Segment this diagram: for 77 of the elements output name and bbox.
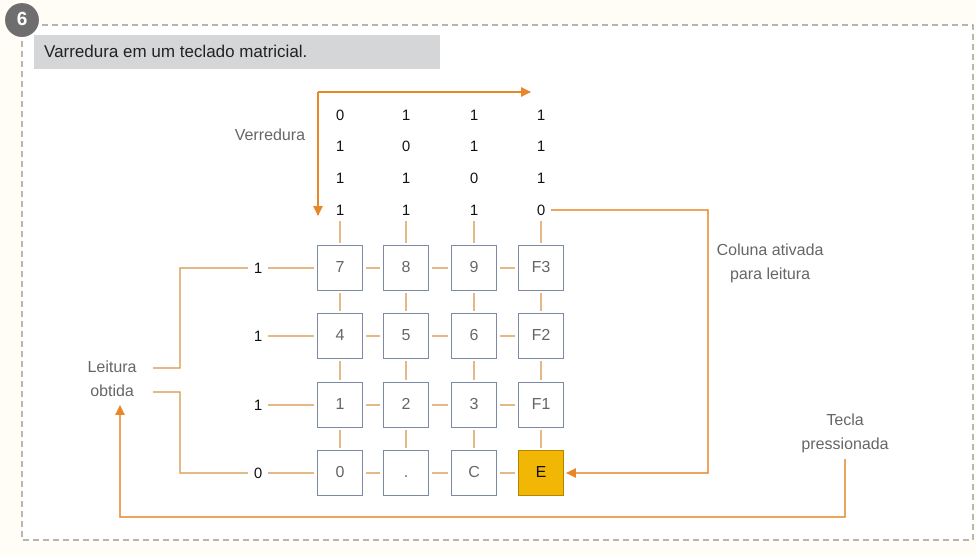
connector-line: [339, 221, 341, 243]
connector-line: [153, 267, 248, 369]
keypad-key: F1: [518, 382, 564, 428]
keypad-key: 0: [317, 450, 363, 496]
row-reading-value: 1: [251, 396, 265, 414]
arrow: [551, 209, 709, 478]
scan-bit: 1: [467, 201, 481, 219]
keypad-key: C: [451, 450, 497, 496]
connector-line: [473, 221, 475, 243]
connector-line: [432, 404, 448, 406]
connector-line: [268, 335, 314, 337]
scan-bit: 1: [400, 106, 412, 124]
figure-number-badge: 6: [5, 3, 39, 37]
scan-bit: 0: [534, 201, 548, 219]
keypad-key: 5: [383, 313, 429, 359]
scan-bit: 1: [333, 201, 347, 219]
caption-text: Verredura: [234, 127, 305, 145]
connector-line: [268, 267, 314, 269]
figure-title: Varredura em um teclado matricial.: [34, 35, 440, 69]
caption-text: Leitura obtida: [74, 356, 150, 404]
scan-bit: 1: [334, 137, 346, 155]
row-reading-value: 0: [251, 464, 265, 482]
connector-line: [500, 472, 515, 474]
connector-line: [153, 391, 248, 474]
scan-bit: 0: [468, 169, 480, 187]
connector-line: [339, 293, 341, 311]
connector-line: [540, 361, 542, 380]
connector-line: [405, 430, 407, 448]
connector-line: [405, 361, 407, 380]
connector-line: [405, 293, 407, 311]
keypad-key: 7: [317, 245, 363, 291]
scan-bit: 1: [400, 169, 412, 187]
connector-line: [339, 430, 341, 448]
arrow: [115, 405, 846, 518]
connector-line: [366, 404, 380, 406]
connector-line: [473, 430, 475, 448]
caption-text: Tecla pressionada: [785, 409, 905, 457]
keypad-key: F3: [518, 245, 564, 291]
connector-line: [540, 221, 542, 243]
scan-bit: 0: [400, 137, 412, 155]
connector-line: [366, 472, 380, 474]
connector-line: [432, 335, 448, 337]
connector-line: [268, 404, 314, 406]
keypad-key: .: [383, 450, 429, 496]
keypad-key: 2: [383, 382, 429, 428]
connector-line: [500, 267, 515, 269]
connector-line: [473, 293, 475, 311]
connector-line: [432, 267, 448, 269]
connector-line: [405, 221, 407, 243]
keypad-key: F2: [518, 313, 564, 359]
keypad-key: 8: [383, 245, 429, 291]
keypad-key: 4: [317, 313, 363, 359]
connector-line: [432, 472, 448, 474]
connector-line: [500, 335, 515, 337]
connector-line: [540, 293, 542, 311]
scan-bit: 1: [536, 137, 546, 155]
connector-line: [366, 335, 380, 337]
connector-line: [268, 472, 314, 474]
scan-bit: 1: [536, 106, 546, 124]
keypad-key: 3: [451, 382, 497, 428]
scan-bit: 1: [468, 106, 480, 124]
scan-bit: 1: [468, 137, 480, 155]
keypad-key: 6: [451, 313, 497, 359]
pressed-keypad-key: E: [518, 450, 564, 496]
connector-line: [473, 361, 475, 380]
scan-bit: 0: [334, 106, 346, 124]
scan-bit: 1: [536, 169, 546, 187]
row-reading-value: 1: [251, 327, 265, 345]
connector-line: [540, 430, 542, 448]
scan-bit: 1: [399, 201, 413, 219]
connector-line: [339, 361, 341, 380]
keypad-key: 1: [317, 382, 363, 428]
connector-line: [366, 267, 380, 269]
scan-bit: 1: [334, 169, 346, 187]
row-reading-value: 1: [251, 259, 265, 277]
connector-line: [500, 404, 515, 406]
keypad-key: 9: [451, 245, 497, 291]
